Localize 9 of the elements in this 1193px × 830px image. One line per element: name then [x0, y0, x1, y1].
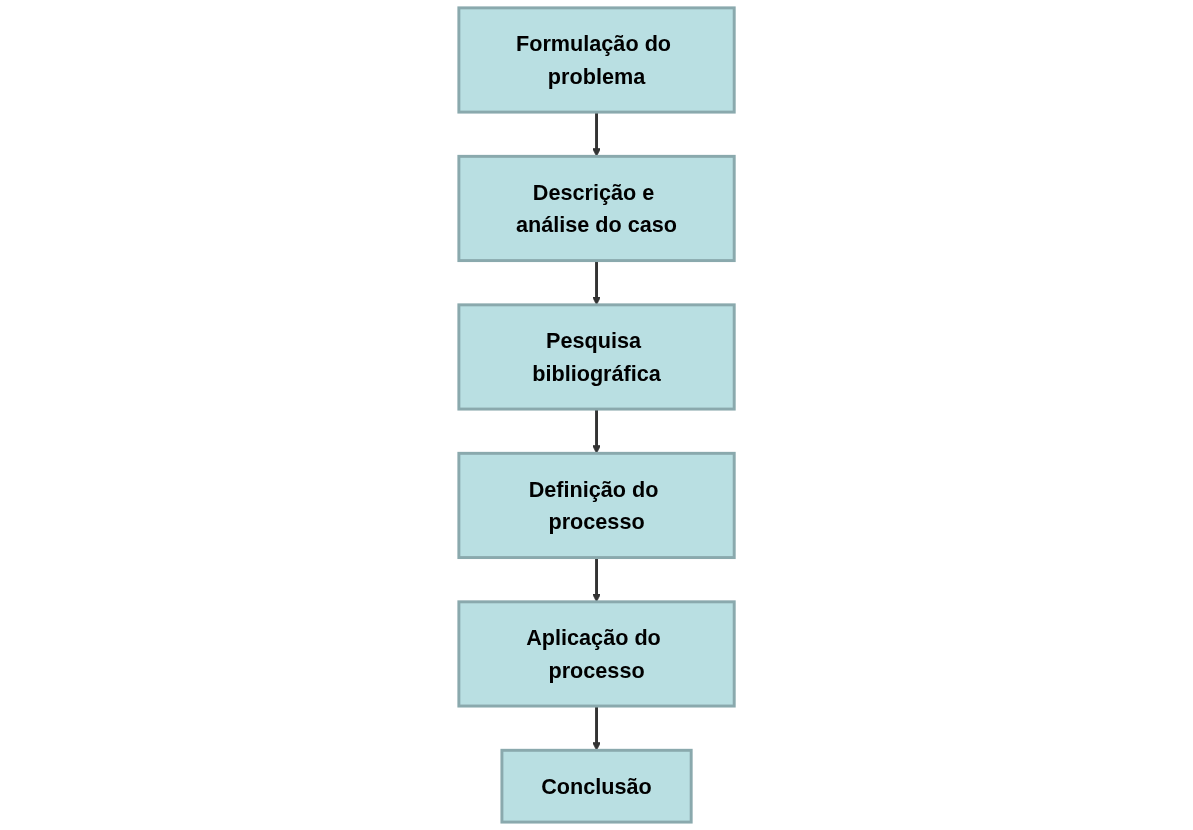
arrow: [592, 409, 601, 454]
arrow: [592, 112, 601, 157]
node-box: Pesquisa bibliográfica: [457, 303, 736, 411]
node-box: Descrição e análise do caso: [457, 154, 736, 263]
node-box: Aplicação do processo: [457, 600, 736, 708]
node-box: Definição do processo: [457, 451, 736, 560]
node-box: Formulação do problema: [457, 6, 736, 114]
node-box: Conclusão: [500, 748, 693, 824]
arrow: [592, 706, 601, 751]
